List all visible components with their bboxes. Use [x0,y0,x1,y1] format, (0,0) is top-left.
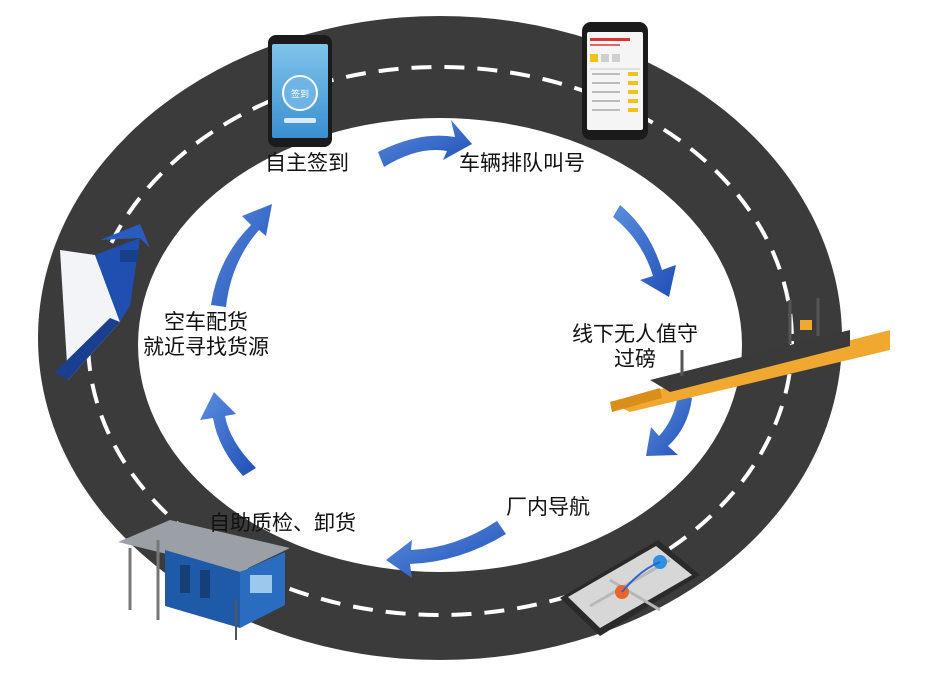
phone-queue-icon [582,22,648,140]
arrow-signin-to-queue [378,120,472,167]
arrow-queue-to-scale [613,205,676,297]
arrow-scale-to-navigation [646,395,692,456]
road-ring [38,16,842,660]
step-label-weighing-line1: 线下无人值守 [572,322,698,346]
step-label-navigation: 厂内导航 [506,495,590,519]
arrow-matching-to-signin [211,204,272,307]
flow-arrows [200,120,692,578]
weighbridge-icon [610,298,890,412]
inspection-booth-icon [118,520,290,640]
phone-navigation-icon [560,540,700,636]
step-label-queue: 车辆排队叫号 [459,151,585,175]
phone-signin-icon: 签到 [268,35,332,147]
step-label-signin: 自主签到 [265,151,349,175]
step-label-matching: 空车配货 就近寻找货源 [126,310,286,360]
step-label-weighing: 线下无人值守 过磅 [560,322,710,372]
lane-marking [86,65,794,617]
step-label-weighing-line2: 过磅 [614,347,656,372]
arrow-navigation-to-inspection [386,521,506,578]
step-label-inspection: 自助质检、卸货 [209,511,356,535]
step-label-matching-line1: 空车配货 [164,310,248,334]
truck-icon [55,224,150,380]
arrow-inspection-to-matching [200,392,256,476]
step-label-matching-line2: 就近寻找货源 [143,335,269,360]
signin-button-text: 签到 [291,88,309,100]
